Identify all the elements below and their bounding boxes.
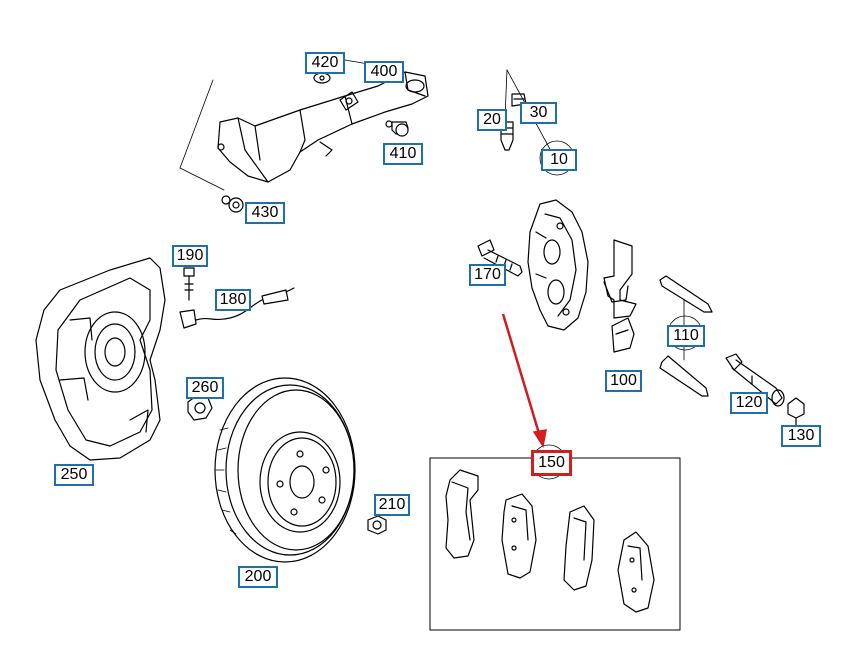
part-label-120[interactable]: 120: [730, 392, 768, 414]
part-label-170[interactable]: 170: [469, 264, 506, 286]
part-label-210[interactable]: 210: [374, 494, 410, 516]
bolt-part-210: [367, 515, 387, 535]
air-duct-part-400: [179, 59, 429, 191]
part-label-180[interactable]: 180: [215, 289, 251, 311]
bolt-part-130: [787, 397, 805, 429]
part-label-260[interactable]: 260: [186, 377, 224, 399]
part-label-400[interactable]: 400: [364, 61, 404, 83]
rivet-part-410: [385, 120, 409, 137]
part-label-410[interactable]: 410: [383, 143, 423, 165]
part-label-130[interactable]: 130: [781, 425, 821, 447]
clip-part-420: [313, 72, 331, 84]
part-label-250[interactable]: 250: [54, 464, 94, 486]
part-label-420[interactable]: 420: [305, 52, 345, 74]
guide-pin-part-110: [659, 275, 713, 397]
screw-part-190: [183, 267, 195, 301]
part-label-10[interactable]: 10: [541, 149, 577, 171]
part-label-200[interactable]: 200: [238, 566, 278, 588]
part-label-20[interactable]: 20: [477, 109, 507, 131]
highlight-arrow: [501, 313, 547, 448]
part-label-100[interactable]: 100: [605, 370, 642, 392]
part-label-110[interactable]: 110: [667, 325, 705, 347]
part-label-430[interactable]: 430: [245, 202, 285, 224]
bushing-part-120: [725, 353, 785, 407]
rivet-part-430: [221, 195, 244, 213]
anti-rattle-spring-part-100: [603, 239, 637, 353]
wear-sensor-part-180: [179, 287, 295, 329]
caliper-part-10: [527, 199, 589, 331]
part-label-190[interactable]: 190: [172, 245, 208, 267]
part-label-30[interactable]: 30: [520, 102, 557, 124]
splash-shield-part-250: [35, 257, 166, 461]
brake-disc-part-200: [214, 377, 356, 563]
bolt-part-170: [477, 239, 523, 277]
brake-pad-set: [445, 469, 655, 613]
part-label-150-highlighted[interactable]: 150: [531, 450, 572, 476]
